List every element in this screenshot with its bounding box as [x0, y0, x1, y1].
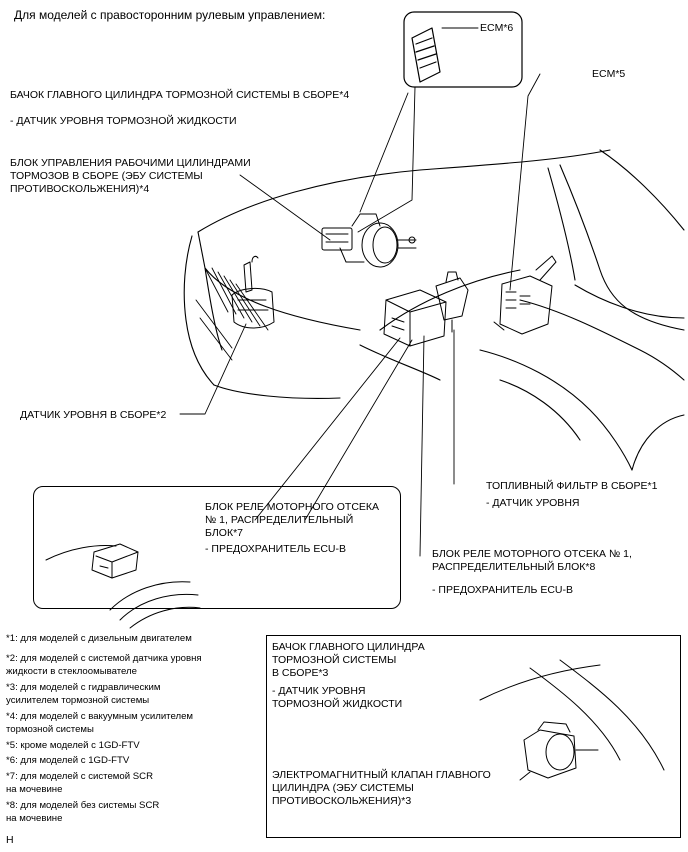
footnote-3-cont: усилителем тормозной системы [6, 695, 150, 706]
ecm6-thumbnail [403, 11, 523, 88]
relay8-label-line1: БЛОК РЕЛЕ МОТОРНОГО ОТСЕКА № 1, [432, 548, 632, 560]
footnote-7-cont: на мочевине [6, 784, 63, 795]
footnote-4-cont: тормозной системы [6, 724, 94, 735]
leader-lines [179, 27, 541, 557]
footnote-7: *7: для моделей с системой SCR [6, 771, 153, 782]
ecm6-label: ECM*6 [480, 22, 514, 34]
inset-relay-drawing [45, 543, 201, 629]
relay7-fuse-label: - ПРЕДОХРАНИТЕЛЬ ECU-B [205, 543, 346, 555]
relay-block-drawing [383, 289, 447, 347]
washer-reservoir-drawing [231, 255, 275, 329]
brake-actuator-label-line1: БЛОК УПРАВЛЕНИЯ РАБОЧИМИ ЦИЛИНДРАМИ [10, 157, 251, 169]
footnote-5: *5: кроме моделей с 1GD-FTV [6, 740, 140, 751]
footnote-2: *2: для моделей с системой датчика уровн… [6, 653, 202, 664]
relay8-fuse-label: - ПРЕДОХРАНИТЕЛЬ ECU-B [432, 584, 573, 596]
inset-valve-line1: ЭЛЕКТРОМАГНИТНЫЙ КЛАПАН ГЛАВНОГО [272, 769, 491, 781]
relay7-label-line2: № 1, РАСПРЕДЕЛИТЕЛЬНЫЙ [205, 514, 354, 526]
relay8-label-line2: РАСПРЕДЕЛИТЕЛЬНЫЙ БЛОК*8 [432, 561, 596, 573]
footnote-3: *3: для моделей с гидравлическим [6, 682, 161, 693]
inset-reservoir-sub2: ТОРМОЗНОЙ ЖИДКОСТИ [272, 698, 403, 710]
inset-valve-line3: ПРОТИВОСКОЛЬЖЕНИЯ)*3 [272, 795, 412, 807]
inset-reservoir-line2: ТОРМОЗНОЙ СИСТЕМЫ [272, 654, 397, 666]
inset-reservoir-line1: БАЧОК ГЛАВНОГО ЦИЛИНДРА [272, 641, 425, 653]
ecm-drawing [493, 255, 557, 335]
fuel-level-sensor-label: - ДАТЧИК УРОВНЯ [486, 497, 580, 509]
grille-lines [195, 267, 269, 361]
master-cylinder-inset [266, 635, 681, 838]
footnote-8-cont: на мочевине [6, 813, 63, 824]
level-sensor-label: ДАТЧИК УРОВНЯ В СБОРЕ*2 [20, 409, 167, 421]
ecm5-label: ECM*5 [592, 68, 626, 80]
fuel-filter-drawing [435, 271, 469, 333]
figure-code: H [6, 834, 14, 846]
inset-reservoir-sub1: - ДАТЧИК УРОВНЯ [272, 685, 366, 697]
inset-valve-line2: ЦИЛИНДРА (ЭБУ СИСТЕМЫ [272, 782, 414, 794]
brake-actuator-label-line2: ТОРМОЗОВ В СБОРЕ (ЭБУ СИСТЕМЫ [10, 170, 203, 182]
footnote-2-cont: жидкости в стеклоомывателе [6, 666, 137, 677]
brake-actuator-drawing [321, 213, 417, 268]
brake-fluid-level-sensor-label: - ДАТЧИК УРОВНЯ ТОРМОЗНОЙ ЖИДКОСТИ [10, 115, 237, 127]
footnote-8: *8: для моделей без системы SCR [6, 800, 160, 811]
footnote-1: *1: для моделей с дизельным двигателем [6, 633, 192, 644]
relay7-label-line3: БЛОК*7 [205, 527, 243, 539]
fuel-filter-label: ТОПЛИВНЫЙ ФИЛЬТР В СБОРЕ*1 [486, 480, 658, 492]
page-heading: Для моделей с правосторонним рулевым упр… [14, 8, 326, 22]
brake-reservoir-label: БАЧОК ГЛАВНОГО ЦИЛИНДРА ТОРМОЗНОЙ СИСТЕМ… [10, 89, 350, 101]
inset-cylinder-drawing [479, 659, 665, 781]
relay7-label-line1: БЛОК РЕЛЕ МОТОРНОГО ОТСЕКА [205, 501, 380, 513]
footnote-6: *6: для моделей с 1GD-FTV [6, 755, 130, 766]
inset-reservoir-line3: В СБОРЕ*3 [272, 667, 329, 679]
footnote-4: *4: для моделей с вакуумным усилителем [6, 711, 194, 722]
relay-block-inset [33, 486, 401, 609]
vehicle-body-outline [183, 149, 685, 471]
brake-actuator-label-line3: ПРОТИВОСКОЛЬЖЕНИЯ)*4 [10, 183, 150, 195]
